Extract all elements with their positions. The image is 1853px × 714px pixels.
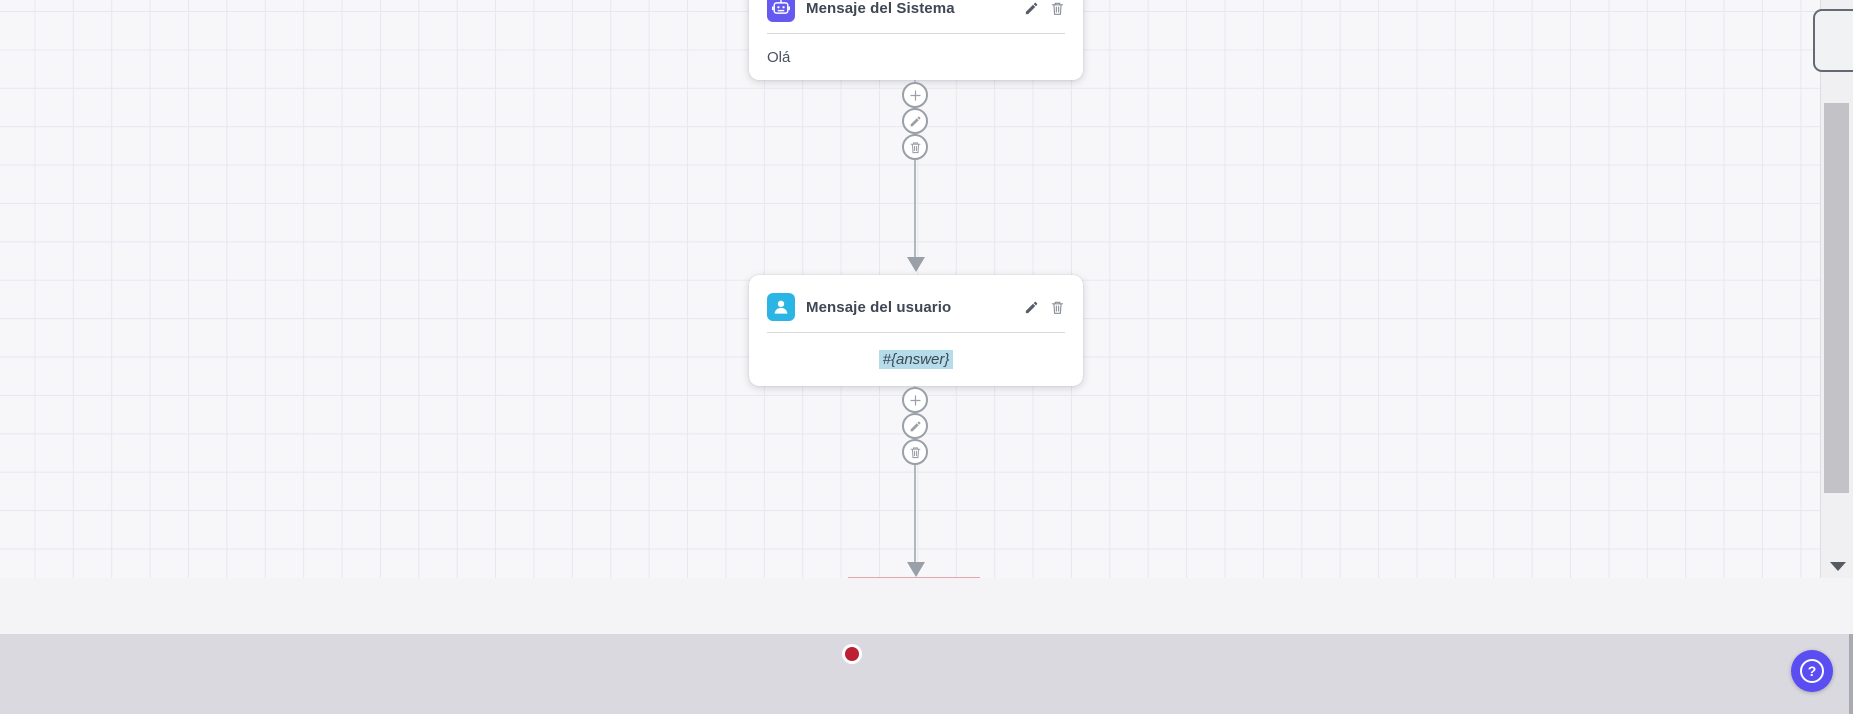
edit-node-icon[interactable] bbox=[1024, 1, 1039, 16]
delete-node-icon[interactable] bbox=[1050, 1, 1065, 16]
node-system-message[interactable]: Mensaje del Sistema Olá bbox=[749, 0, 1083, 80]
node-body-text: Olá bbox=[767, 48, 791, 66]
connector-2-add-button[interactable] bbox=[902, 387, 928, 413]
unsaved-badge-dot bbox=[845, 647, 859, 661]
help-button[interactable]: ? bbox=[1791, 650, 1833, 692]
connector-line bbox=[914, 80, 916, 258]
connector-1-delete-button[interactable] bbox=[902, 134, 928, 160]
connector-2-delete-button[interactable] bbox=[902, 439, 928, 465]
question-icon: ? bbox=[1800, 659, 1824, 683]
node-title: Mensaje del usuario bbox=[806, 298, 952, 316]
side-panel-cutoff bbox=[1813, 9, 1853, 72]
vertical-scrollbar[interactable] bbox=[1820, 0, 1853, 578]
node-divider bbox=[767, 332, 1065, 333]
node-header: Mensaje del usuario bbox=[749, 275, 1083, 332]
connector-arrowhead bbox=[907, 257, 925, 272]
connector-line bbox=[914, 386, 916, 563]
node-user-message[interactable]: Mensaje del usuario #{answer} bbox=[749, 275, 1083, 386]
node-body: #{answer} bbox=[749, 333, 1083, 386]
delete-node-icon[interactable] bbox=[1050, 300, 1065, 315]
bottom-toolbar: Editar Apariencia Recargar Salvar Prueba bbox=[0, 634, 1853, 714]
unsaved-badge bbox=[842, 644, 862, 664]
node-title: Mensaje del Sistema bbox=[806, 0, 955, 17]
user-icon bbox=[767, 293, 795, 321]
node-header: Mensaje del Sistema bbox=[749, 0, 1083, 33]
answer-variable-chip[interactable]: #{answer} bbox=[878, 350, 954, 369]
lower-band bbox=[0, 578, 1853, 634]
robot-icon bbox=[767, 0, 795, 22]
node-divider bbox=[767, 33, 1065, 34]
outer-scrollbar-fragment bbox=[1849, 634, 1853, 714]
connector-1-edit-button[interactable] bbox=[902, 108, 928, 134]
connector-1-add-button[interactable] bbox=[902, 82, 928, 108]
flow-canvas[interactable]: Mensaje del Sistema Olá bbox=[0, 0, 1820, 579]
scroll-down-arrow[interactable] bbox=[1830, 562, 1846, 571]
edit-node-icon[interactable] bbox=[1024, 300, 1039, 315]
vertical-scrollbar-thumb[interactable] bbox=[1824, 103, 1849, 493]
connector-2-edit-button[interactable] bbox=[902, 413, 928, 439]
connector-arrowhead bbox=[907, 562, 925, 577]
